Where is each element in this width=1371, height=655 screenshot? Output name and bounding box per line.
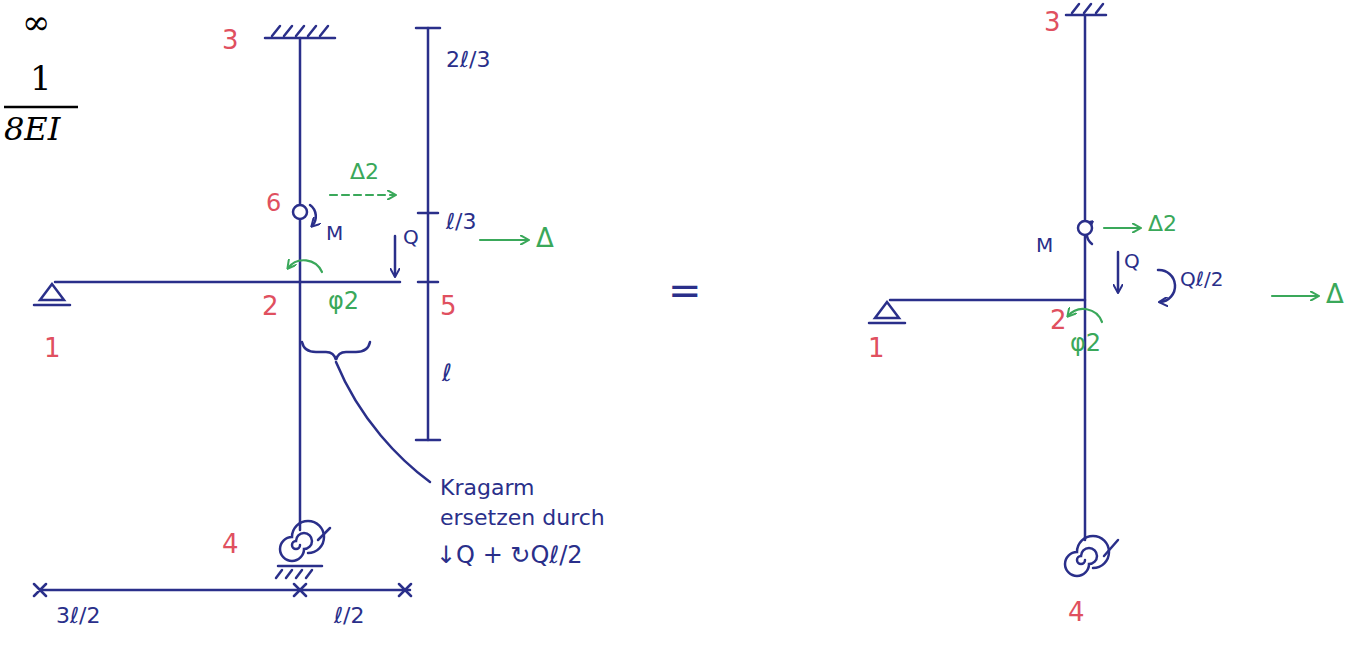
node-number: 4 — [1068, 598, 1085, 627]
dimension: ℓ — [442, 360, 452, 386]
stiffness-denominator: 8EI — [4, 112, 60, 147]
displacement-label: Δ2 — [1148, 212, 1177, 236]
moment-label: M — [1036, 234, 1053, 256]
force-label: Q — [1124, 250, 1140, 272]
dimension: 2ℓ/3 — [446, 48, 491, 72]
moment-label: Qℓ/2 — [1180, 268, 1223, 290]
hinge — [293, 205, 307, 219]
force-label: Q — [403, 226, 419, 248]
node-number: 1 — [868, 334, 885, 363]
node-number: 1 — [44, 334, 61, 363]
note: ↓Q + ↻Qℓ/2 — [436, 542, 583, 568]
hinge — [1078, 221, 1092, 235]
node-number: 6 — [266, 190, 281, 216]
node-number: 3 — [1044, 8, 1061, 37]
right-dof-arrows — [1068, 228, 1318, 322]
displacement-label: Δ — [1326, 280, 1344, 309]
stiffness-numerator: 1 — [30, 60, 52, 97]
displacement-label: Δ2 — [350, 160, 379, 184]
note: Kragarm — [440, 476, 535, 500]
stiffness-infinity: ∞ — [22, 4, 50, 41]
node-number: 4 — [222, 530, 239, 559]
note: ersetzen durch — [440, 506, 605, 530]
equals-sign: = — [668, 268, 702, 312]
fraction-bar — [4, 106, 78, 109]
node-number: 3 — [222, 26, 239, 55]
displacement-label: Δ — [536, 224, 554, 253]
moment-label: M — [326, 222, 343, 244]
node-number: 2 — [262, 292, 279, 321]
dimension: ℓ/2 — [334, 604, 365, 628]
rotation-label: φ2 — [1070, 330, 1101, 356]
dimension: 3ℓ/2 — [56, 604, 101, 628]
left-dof-arrows — [288, 195, 528, 272]
left-frame — [34, 26, 440, 596]
rotation-label: φ2 — [328, 288, 359, 314]
dimension: ℓ/3 — [446, 210, 477, 234]
right-frame — [869, 4, 1175, 576]
node-number: 5 — [440, 292, 457, 321]
node-number: 2 — [1050, 306, 1067, 335]
